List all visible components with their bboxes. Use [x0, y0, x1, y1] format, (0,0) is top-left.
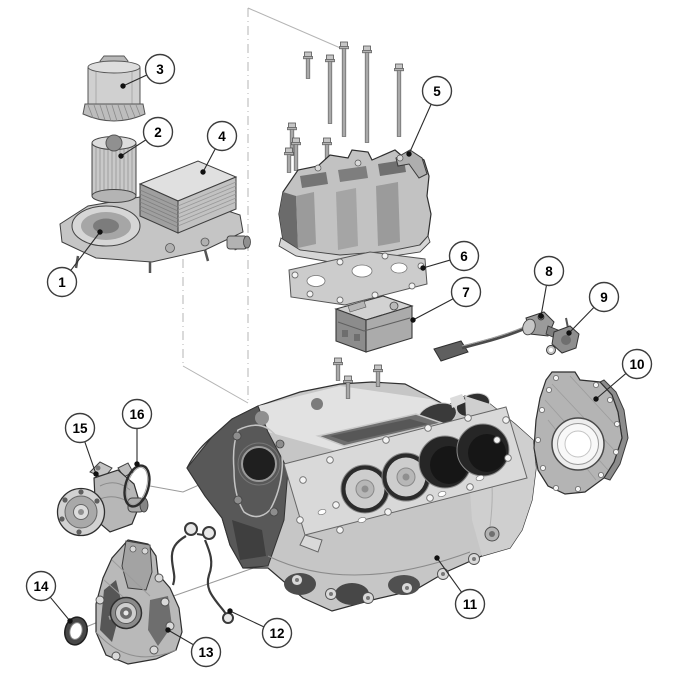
callout-number: 1 — [58, 275, 66, 290]
water-pump — [56, 461, 149, 537]
callout-circle[interactable] — [450, 276, 482, 308]
fastener-bolts — [284, 41, 404, 399]
callout-8[interactable]: 8 — [533, 255, 565, 319]
callout-leader-line — [70, 231, 101, 271]
callout-number: 7 — [462, 285, 470, 300]
callout-leader-line — [540, 285, 548, 317]
callout-number: 10 — [629, 357, 644, 372]
callout-number: 12 — [269, 626, 284, 641]
callout-circle[interactable] — [121, 398, 153, 430]
callout-4[interactable]: 4 — [200, 120, 238, 175]
front-cover-oil-pump — [95, 539, 183, 665]
callout-leader-line — [49, 596, 71, 622]
callout-number: 14 — [33, 579, 49, 594]
callout-circle[interactable] — [454, 588, 486, 620]
water-pump-o-ring — [123, 464, 151, 508]
callout-target-dot — [118, 153, 124, 159]
callout-circle[interactable] — [533, 255, 565, 287]
callout-number: 13 — [198, 645, 214, 660]
callout-leader-line — [167, 629, 194, 646]
callout-leader-line — [568, 307, 595, 334]
callout-target-dot — [227, 608, 233, 614]
callout-leader-line — [436, 557, 462, 593]
sensor-9 — [546, 317, 580, 355]
callout-circle[interactable] — [64, 412, 96, 444]
callout-leader-line — [422, 259, 451, 269]
callout-circle[interactable] — [46, 266, 78, 298]
callout-2[interactable]: 2 — [118, 116, 174, 159]
callout-target-dot — [410, 317, 416, 323]
callout-circle[interactable] — [588, 281, 620, 313]
callout-circle[interactable] — [25, 570, 57, 602]
callout-target-dot — [165, 627, 171, 633]
callout-target-dot — [420, 265, 426, 271]
callout-1[interactable]: 1 — [46, 229, 103, 298]
callout-target-dot — [93, 471, 99, 477]
callout-number: 2 — [154, 125, 162, 140]
callout-7[interactable]: 7 — [410, 276, 482, 323]
callout-number: 6 — [460, 249, 468, 264]
cylinder-block — [186, 381, 537, 612]
callout-9[interactable]: 9 — [566, 281, 620, 336]
callout-circle[interactable] — [261, 617, 293, 649]
callout-14[interactable]: 14 — [25, 570, 73, 624]
rear-seal-retainer-plate — [533, 371, 629, 495]
callout-target-dot — [593, 396, 599, 402]
callout-target-dot — [134, 461, 140, 467]
oil-filter-housing — [59, 196, 251, 273]
callout-leader-line — [202, 148, 216, 173]
oil-pump-module — [334, 295, 414, 353]
callout-10[interactable]: 10 — [593, 348, 653, 402]
callout-number: 4 — [218, 129, 226, 144]
oil-cooler — [138, 160, 238, 234]
callout-11[interactable]: 11 — [434, 555, 486, 620]
oil-filter-element — [91, 134, 137, 203]
callout-leader-line — [120, 139, 147, 157]
callout-leader-line — [229, 610, 265, 628]
callout-circle[interactable] — [144, 53, 176, 85]
callout-circle[interactable] — [142, 116, 174, 148]
callout-leader-line — [595, 372, 627, 400]
callout-6[interactable]: 6 — [420, 240, 480, 272]
upper-crankcase — [278, 149, 432, 263]
callout-number: 3 — [156, 62, 164, 77]
callout-leader-line — [122, 74, 148, 87]
callout-number: 9 — [600, 290, 608, 305]
callout-13[interactable]: 13 — [165, 627, 222, 668]
callout-circle[interactable] — [448, 240, 480, 272]
callout-circle[interactable] — [621, 348, 653, 380]
callout-15[interactable]: 15 — [64, 412, 99, 477]
callout-number: 11 — [463, 597, 478, 612]
callout-leader-line — [412, 298, 454, 321]
callout-target-dot — [434, 555, 440, 561]
callout-target-dot — [538, 313, 544, 319]
callout-leader-line — [408, 104, 432, 155]
callout-target-dot — [406, 151, 412, 157]
callout-number: 5 — [433, 84, 441, 99]
crankshaft-front-seal — [64, 616, 88, 646]
callout-target-dot — [67, 618, 73, 624]
callout-16[interactable]: 16 — [121, 398, 153, 467]
callout-target-dot — [566, 330, 572, 336]
callout-circle[interactable] — [206, 120, 238, 152]
callout-target-dot — [200, 169, 206, 175]
callout-number: 15 — [72, 421, 88, 436]
callout-target-dot — [120, 83, 126, 89]
callout-number: 16 — [129, 407, 145, 422]
callout-target-dot — [97, 229, 103, 235]
oil-filter-cap — [82, 55, 146, 122]
callout-12[interactable]: 12 — [227, 608, 293, 649]
callout-5[interactable]: 5 — [406, 75, 453, 157]
front-cover-gasket — [170, 522, 234, 624]
callout-circle[interactable] — [421, 75, 453, 107]
callout-leader-line — [84, 441, 97, 475]
sensor-harness — [433, 326, 525, 362]
callout-3[interactable]: 3 — [120, 53, 176, 89]
head-gasket-on-block — [283, 406, 528, 553]
callout-circle[interactable] — [190, 636, 222, 668]
callout-number: 8 — [545, 264, 553, 279]
crankcase-gasket — [288, 251, 428, 306]
